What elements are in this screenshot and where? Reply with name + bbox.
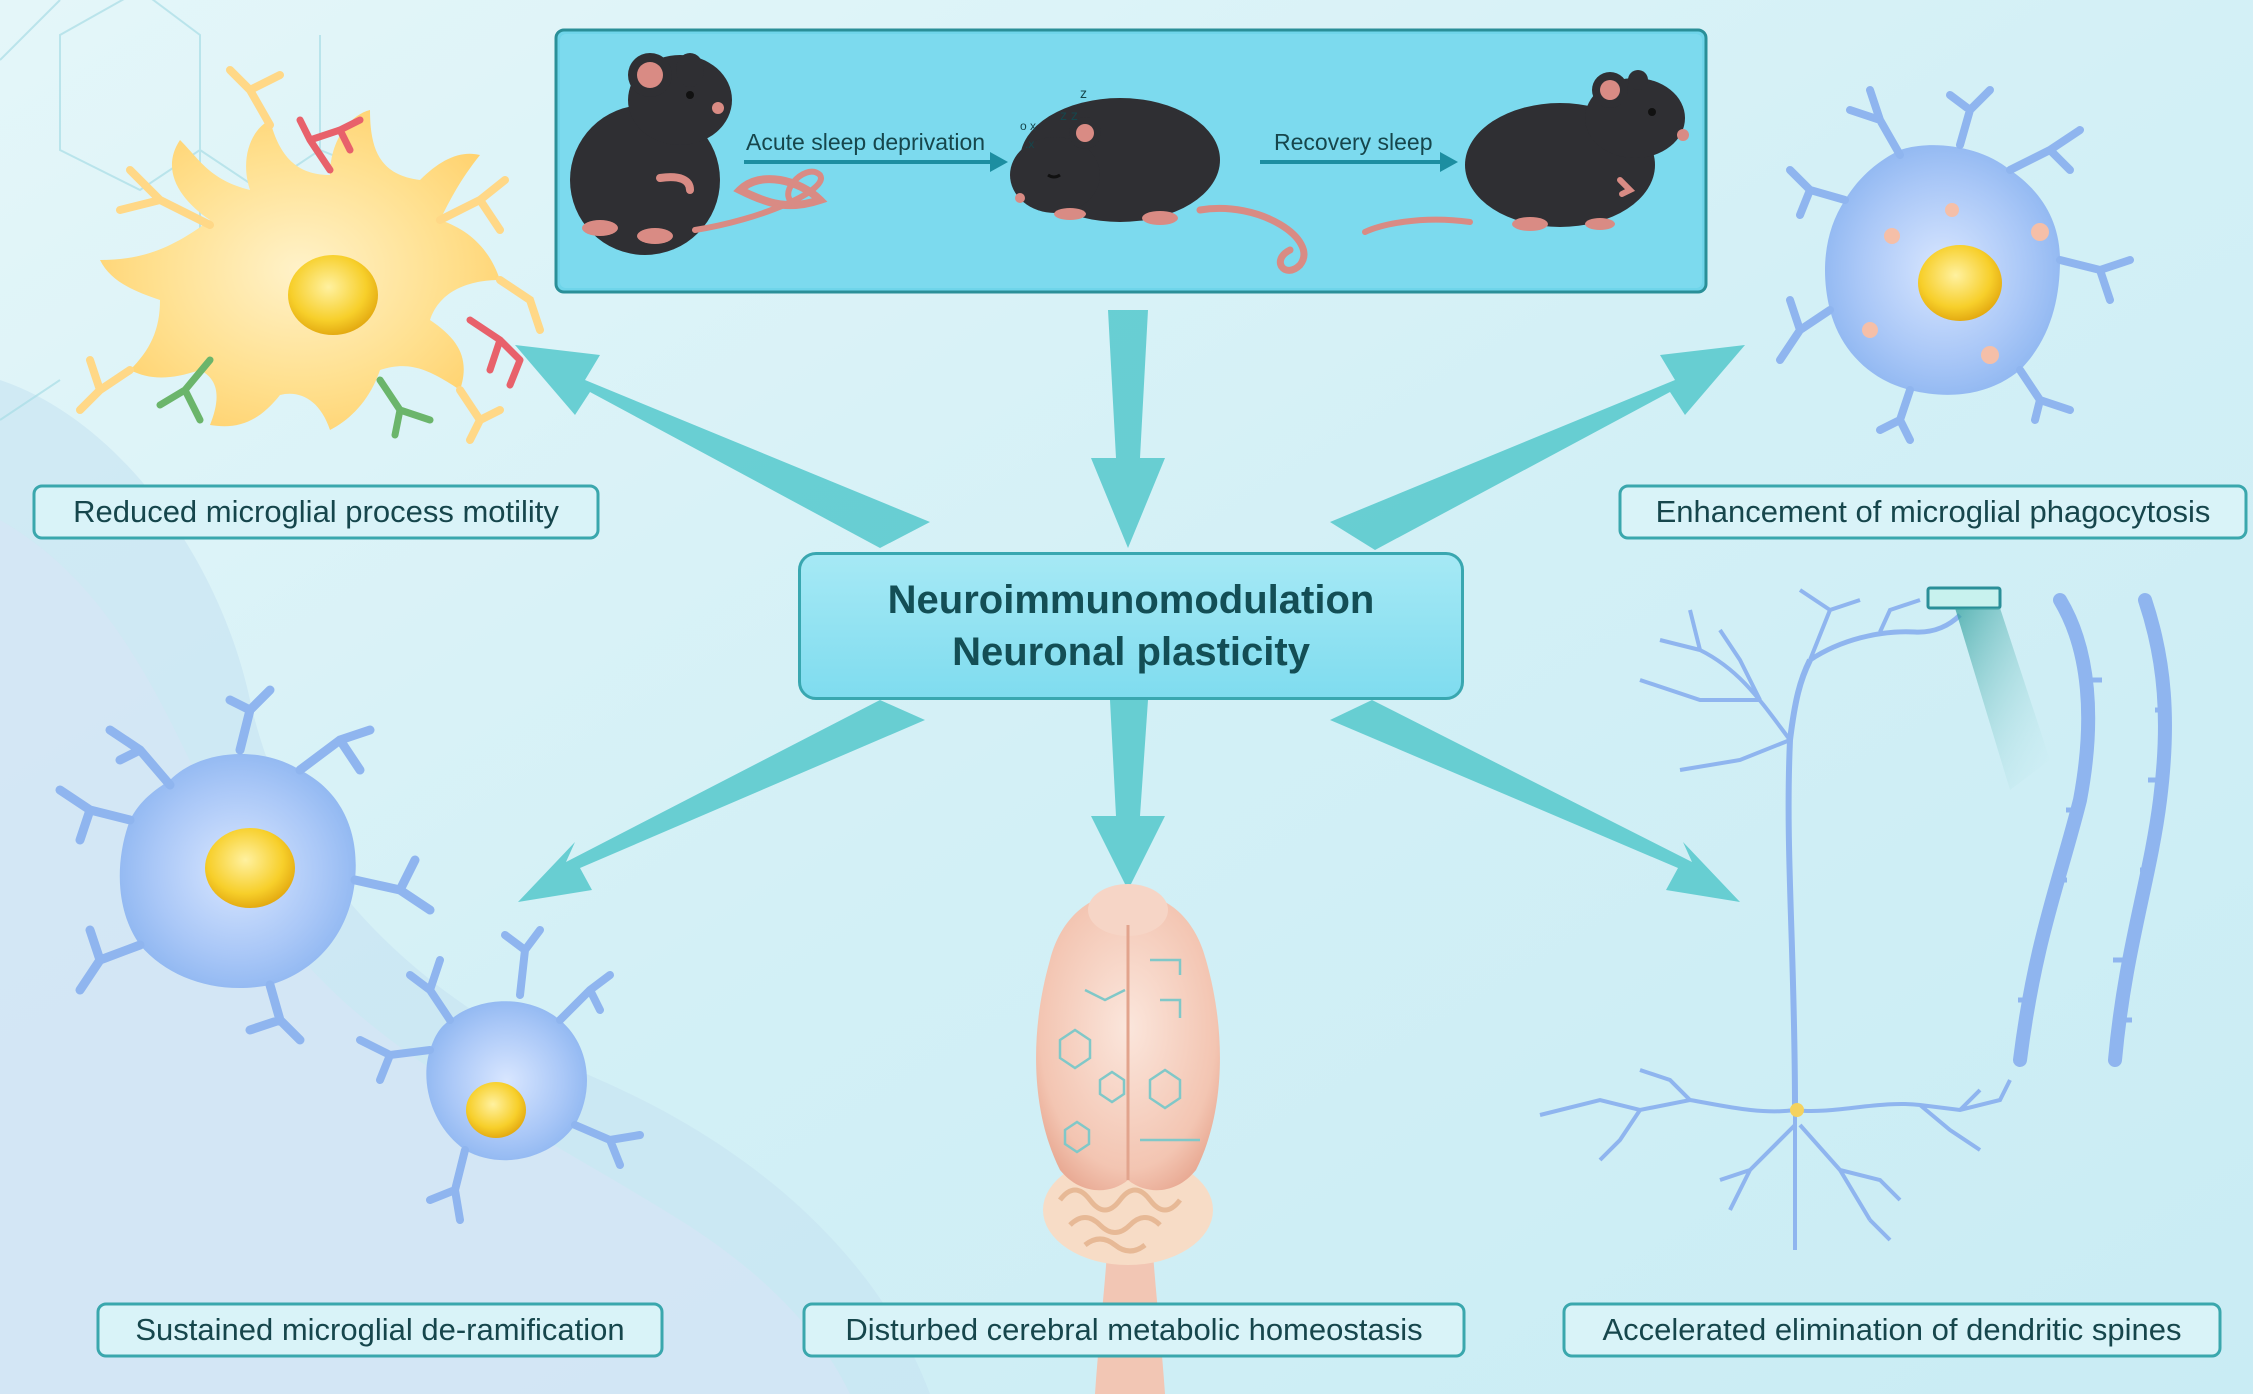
svg-text:z z: z z <box>1060 107 1078 123</box>
label-enhancement-of-microglial-phagocytosis: Enhancement of microglial phagocytosis <box>1656 494 2211 529</box>
awake-mouse-icon <box>570 53 828 255</box>
label-reduced-microglial-process-motility: Reduced microglial process motility <box>73 494 559 529</box>
label-sustained-microglial-de-ramification: Sustained microglial de-ramification <box>135 1312 624 1347</box>
deramified-microglia-small <box>356 926 644 1224</box>
background-wave-light <box>0 520 850 1394</box>
deramified-microglia-large <box>55 685 435 1045</box>
label-box-top-left <box>32 484 600 540</box>
label-box-bottom-center <box>802 1302 1466 1358</box>
label-box-top-right <box>1618 484 2248 540</box>
tail-1 <box>692 168 824 233</box>
center-concept-box: Neuroimmunomodulation Neuronal plasticit… <box>798 552 1464 700</box>
arrow-to-top-left <box>515 345 930 548</box>
label-box-bottom-left <box>96 1302 664 1358</box>
ramified-microglia-yellow <box>76 66 544 444</box>
arrow-mice-to-center <box>1091 310 1165 548</box>
label-disturbed-cerebral-metabolic-homeostasis: Disturbed cerebral metabolic homeostasis <box>845 1312 1422 1347</box>
phagocytic-microglia-blue <box>1776 86 2134 444</box>
svg-text:o x: o x <box>1020 119 1036 133</box>
step-acute-sleep-deprivation: Acute sleep deprivation <box>746 129 985 155</box>
svg-text:.x: .x <box>1025 137 1034 151</box>
arrow-to-top-right <box>1330 345 1745 550</box>
arrow-to-bottom-left <box>518 700 925 902</box>
center-line-neuroimmunomodulation: Neuroimmunomodulation <box>887 578 1375 622</box>
svg-text:z: z <box>1080 85 1087 101</box>
arrow-to-bottom-right <box>1330 700 1740 902</box>
label-accelerated-elimination-of-dendritic-spines: Accelerated elimination of dendritic spi… <box>1603 1312 2182 1347</box>
recovered-mouse-icon <box>1362 70 1689 235</box>
arrow-to-bottom-center <box>1091 700 1165 890</box>
center-line-neuronal-plasticity: Neuronal plasticity <box>952 630 1310 674</box>
label-box-bottom-right <box>1562 1302 2222 1358</box>
sleeping-mouse-icon: z z z o x .x <box>1010 85 1308 274</box>
step-recovery-sleep: Recovery sleep <box>1274 129 1433 155</box>
neuron-illustration <box>1539 586 2172 1250</box>
